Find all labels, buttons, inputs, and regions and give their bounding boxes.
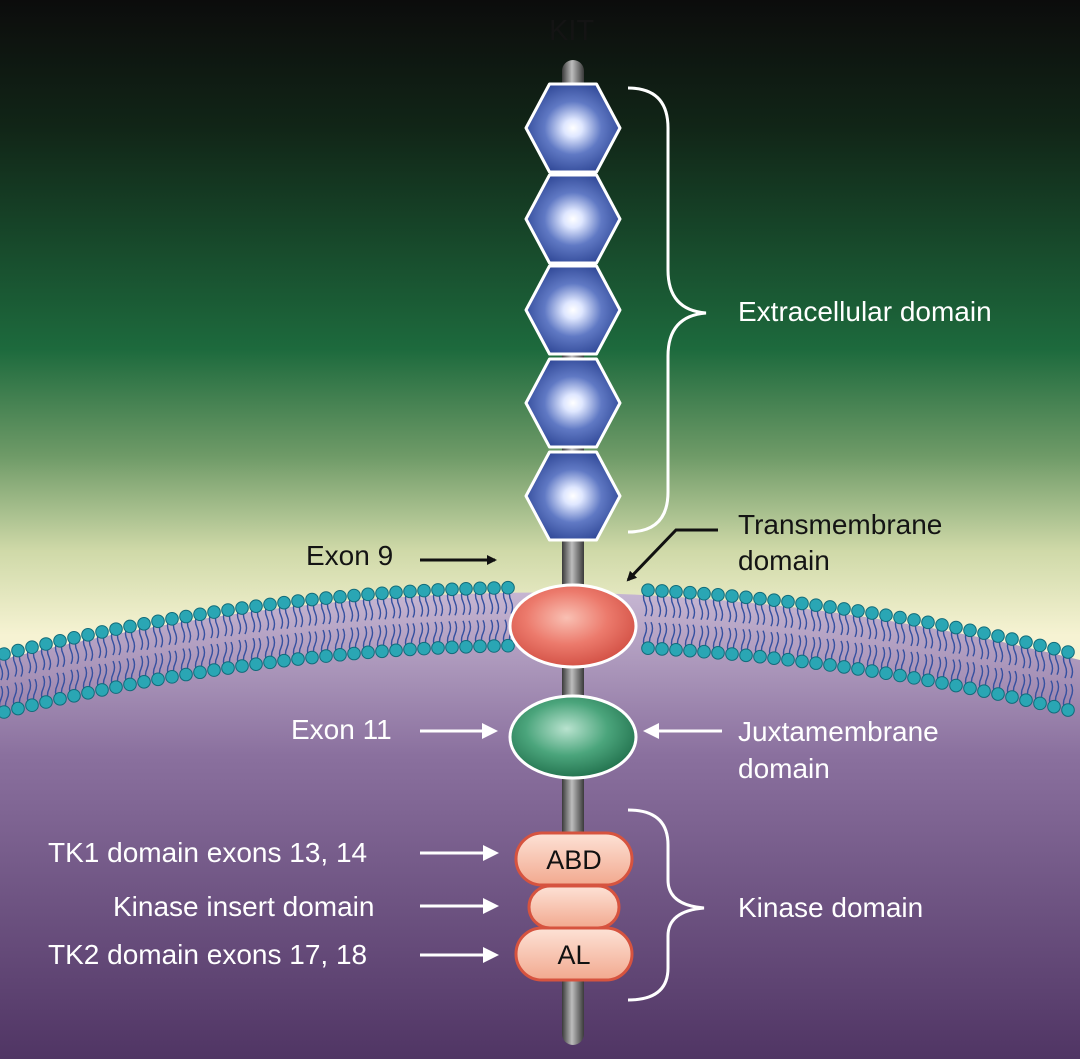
label-tk2-domain: TK2 domain exons 17, 18 bbox=[48, 939, 368, 970]
abd-label: ABD bbox=[546, 845, 602, 875]
kinase-insert-box bbox=[527, 884, 621, 930]
tk1-arrow bbox=[420, 845, 499, 861]
al-box bbox=[514, 926, 634, 982]
ig-domain-hexagon-4 bbox=[524, 357, 622, 449]
kinase-brace bbox=[627, 808, 705, 1002]
label-kinase-domain: Kinase domain bbox=[738, 892, 924, 923]
ig-domain-hexagon-3 bbox=[524, 264, 622, 356]
cytoplasm-background bbox=[0, 592, 1080, 1059]
kinase-insert-arrow bbox=[420, 898, 499, 914]
ig-domain-hexagon-2 bbox=[524, 173, 622, 265]
exon11-arrow bbox=[420, 723, 498, 739]
label-transmembrane-line1: Transmembrane bbox=[738, 509, 943, 540]
label-extracellular-domain: Extracellular domain bbox=[738, 296, 992, 327]
label-exon-11: Exon 11 bbox=[291, 714, 392, 745]
title-kit: KIT bbox=[549, 15, 595, 47]
extracellular-ig-domains bbox=[524, 82, 622, 542]
transmembrane-arrow bbox=[626, 528, 718, 582]
label-kinase-insert-domain: Kinase insert domain bbox=[113, 891, 375, 922]
label-juxtamembrane-line1: Juxtamembrane bbox=[738, 716, 939, 747]
juxtamembrane-arrow bbox=[643, 723, 722, 739]
transmembrane-domain-shape bbox=[508, 583, 638, 669]
extracellular-brace bbox=[627, 86, 707, 534]
tk2-arrow bbox=[420, 947, 499, 963]
al-label: AL bbox=[557, 940, 590, 970]
lipid-bilayer-membrane bbox=[0, 580, 1075, 719]
label-tk1-domain: TK1 domain exons 13, 14 bbox=[48, 837, 368, 868]
juxtamembrane-domain-shape bbox=[508, 694, 638, 780]
ig-domain-hexagon-5 bbox=[524, 450, 622, 542]
ig-domain-hexagon-1 bbox=[524, 82, 622, 174]
label-exon-9: Exon 9 bbox=[306, 540, 394, 571]
label-transmembrane-line2: domain bbox=[738, 545, 830, 576]
label-juxtamembrane-line2: domain bbox=[738, 753, 830, 784]
